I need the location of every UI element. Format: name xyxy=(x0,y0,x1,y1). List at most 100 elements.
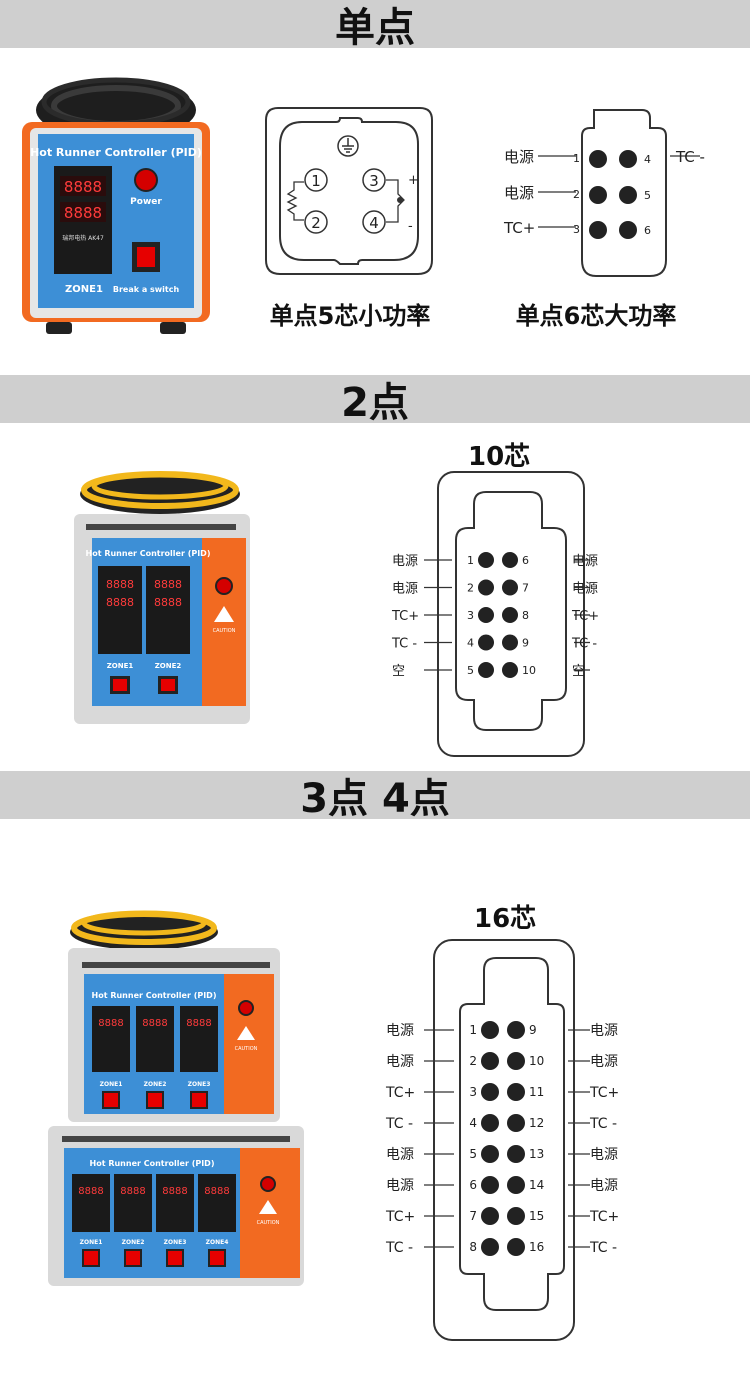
pin-7 xyxy=(502,579,518,596)
section-header-three-four: 3点 4点 xyxy=(0,771,750,822)
pin-4 xyxy=(619,150,637,168)
pin-label-right: TC - xyxy=(571,637,597,652)
pin-label-left: TC - xyxy=(385,1240,413,1256)
pin-number: 13 xyxy=(529,1147,544,1161)
svg-text:ZONE3: ZONE3 xyxy=(164,1239,187,1246)
svg-text:ZONE1: ZONE1 xyxy=(107,662,134,670)
pin-label-left: 电源 xyxy=(392,554,418,569)
pin-3 xyxy=(481,1083,499,1101)
pin-number: 15 xyxy=(529,1209,544,1223)
module-label: 瑞邦电热 AK47 xyxy=(62,234,104,242)
pin-1 xyxy=(478,552,494,568)
pin-4 xyxy=(362,210,386,234)
pin-label-right: TC - xyxy=(589,1116,617,1132)
pin-15 xyxy=(507,1207,525,1225)
svg-text:ZONE2: ZONE2 xyxy=(155,662,182,670)
pin-1 xyxy=(481,1021,499,1039)
break-switch-label: Break a switch xyxy=(113,285,180,294)
svg-text:Hot Runner Controller (PID): Hot Runner Controller (PID) xyxy=(90,1159,215,1168)
svg-text:ZONE2: ZONE2 xyxy=(144,1081,167,1088)
section-header-single: 单点 xyxy=(0,0,750,51)
svg-text:1: 1 xyxy=(311,172,321,190)
svg-text:4: 4 xyxy=(369,214,379,232)
pin-3 xyxy=(478,607,494,623)
svg-text:ZONE3: ZONE3 xyxy=(188,1081,211,1088)
svg-text:5: 5 xyxy=(644,189,651,202)
pin-2 xyxy=(478,579,494,596)
pin-16 xyxy=(507,1238,525,1256)
pin-label-right: 电源 xyxy=(590,1178,618,1194)
ground-icon xyxy=(337,135,359,157)
pin-number: 11 xyxy=(529,1085,544,1099)
svg-text:Hot Runner Controller (PID): Hot Runner Controller (PID) xyxy=(86,549,211,558)
pin-13 xyxy=(507,1145,525,1163)
pin3-label: TC+ xyxy=(503,219,535,237)
pin-label-right: TC - xyxy=(589,1240,617,1256)
pin-label-right: TC+ xyxy=(589,1085,619,1101)
svg-text:Hot Runner Controller (PID): Hot Runner Controller (PID) xyxy=(92,991,217,1000)
svg-text:ZONE2: ZONE2 xyxy=(122,1239,145,1246)
pin-label-right: TC+ xyxy=(589,1209,619,1225)
pin-number: 3 xyxy=(467,609,474,622)
pin-label-left: TC - xyxy=(385,1116,413,1132)
svg-text:6: 6 xyxy=(644,224,651,237)
svg-text:ZONE1: ZONE1 xyxy=(80,1239,103,1246)
power-label: Power xyxy=(130,197,162,207)
svg-text:CAUTION: CAUTION xyxy=(235,1046,258,1052)
pin-label-left: 电源 xyxy=(386,1178,414,1194)
svg-text:2: 2 xyxy=(311,214,321,232)
svg-text:8888: 8888 xyxy=(98,1018,123,1029)
pin-label-left: 电源 xyxy=(386,1147,414,1163)
pin-2 xyxy=(589,186,607,204)
pin-number: 2 xyxy=(467,582,474,595)
svg-text:2: 2 xyxy=(573,188,580,201)
pin-label-right: 电源 xyxy=(572,582,598,597)
connector-5-core-diagram: 1 2 3 4 + - xyxy=(265,107,433,275)
pin-8 xyxy=(481,1238,499,1256)
svg-text:-: - xyxy=(408,219,413,234)
pin-label-left: 空 xyxy=(392,664,405,679)
single-zone-controller-image: Hot Runner Controller (PID) 8888 8888 瑞邦… xyxy=(22,77,210,334)
pin-label-left: 电源 xyxy=(386,1023,414,1039)
svg-text:+: + xyxy=(408,173,419,188)
pin-9 xyxy=(507,1021,525,1039)
svg-text:CAUTION: CAUTION xyxy=(257,1220,280,1226)
svg-text:8888: 8888 xyxy=(106,596,134,609)
pin-label-left: TC - xyxy=(391,637,417,652)
pin-number: 5 xyxy=(467,664,474,677)
pin-label-right: 空 xyxy=(572,664,585,679)
svg-text:8888: 8888 xyxy=(204,1186,229,1197)
sv-display: 8888 xyxy=(64,204,102,222)
zone1-label: ZONE1 xyxy=(65,284,103,295)
pin-5 xyxy=(481,1145,499,1163)
pin-number: 4 xyxy=(469,1116,477,1130)
pin-label-right: 电源 xyxy=(572,554,598,569)
pin-label-right: 电源 xyxy=(590,1054,618,1070)
connector-6-caption: 单点6芯大功率 xyxy=(515,302,677,330)
svg-text:3: 3 xyxy=(573,223,580,236)
svg-text:8888: 8888 xyxy=(120,1186,145,1197)
pin-number: 8 xyxy=(469,1240,477,1254)
pin-label-right: TC+ xyxy=(571,609,599,624)
pin-4 xyxy=(481,1114,499,1132)
pin-5 xyxy=(619,186,637,204)
pin-number: 6 xyxy=(522,554,529,567)
svg-text:4: 4 xyxy=(644,153,651,166)
connector-10-title: 10芯 xyxy=(468,442,531,472)
connector-16-title: 16芯 xyxy=(474,904,537,934)
svg-text:8888: 8888 xyxy=(78,1186,103,1197)
pin-2 xyxy=(304,210,328,234)
pin-number: 9 xyxy=(529,1023,537,1037)
pin-6 xyxy=(502,552,518,568)
pin-10 xyxy=(502,662,518,678)
pin-3 xyxy=(362,168,386,192)
pin-8 xyxy=(502,607,518,623)
multi-zone-controller-image: Hot Runner Controller (PID) 8888 8888 88… xyxy=(48,910,304,1286)
pin-14 xyxy=(507,1176,525,1194)
pin1-label: 电源 xyxy=(504,148,534,166)
svg-text:8888: 8888 xyxy=(186,1018,211,1029)
pin-number: 4 xyxy=(467,637,474,650)
